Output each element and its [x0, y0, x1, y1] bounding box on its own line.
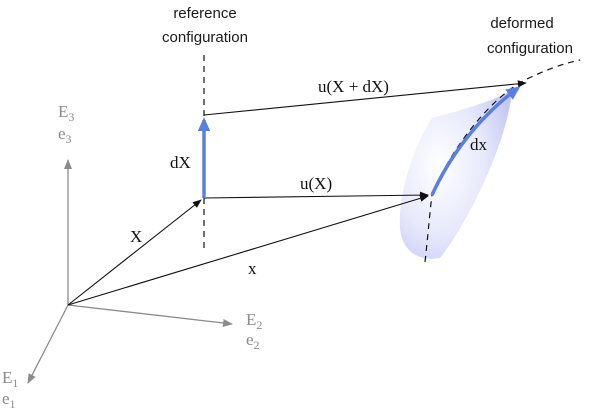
deformed-configuration-label-line1: deformed — [490, 15, 553, 32]
label-dx: dx — [470, 135, 488, 154]
axis-label-e1: e1 — [2, 389, 16, 410]
axis-label-E3: E3 — [58, 102, 74, 124]
vector-u-X-arrow — [203, 191, 429, 199]
vector-dx-arrow — [430, 86, 521, 196]
label-u-X: u(X) — [300, 174, 332, 193]
axis-label-E1: E1 — [2, 368, 18, 390]
axis-label-e3: e3 — [58, 124, 72, 146]
axis-label-e2: e2 — [246, 330, 260, 352]
reference-configuration-label-line1: reference — [173, 5, 236, 22]
vector-x-arrow — [67, 194, 429, 306]
axis-label-E2: E2 — [246, 310, 262, 332]
axis-e1-arrow — [27, 304, 69, 384]
deformed-surface-patch — [399, 90, 512, 259]
vector-X-arrow — [67, 199, 202, 306]
reference-configuration-label-line2: configuration — [162, 29, 248, 46]
vector-u-X-plus-dX-arrow — [203, 80, 527, 116]
label-u-X-plus-dX: u(X + dX) — [318, 77, 389, 96]
label-dX: dX — [170, 153, 191, 172]
axis-e2-arrow — [67, 304, 233, 327]
label-X: X — [130, 227, 142, 246]
deformed-configuration-label-line2: configuration — [487, 40, 573, 57]
label-x: x — [248, 259, 257, 278]
